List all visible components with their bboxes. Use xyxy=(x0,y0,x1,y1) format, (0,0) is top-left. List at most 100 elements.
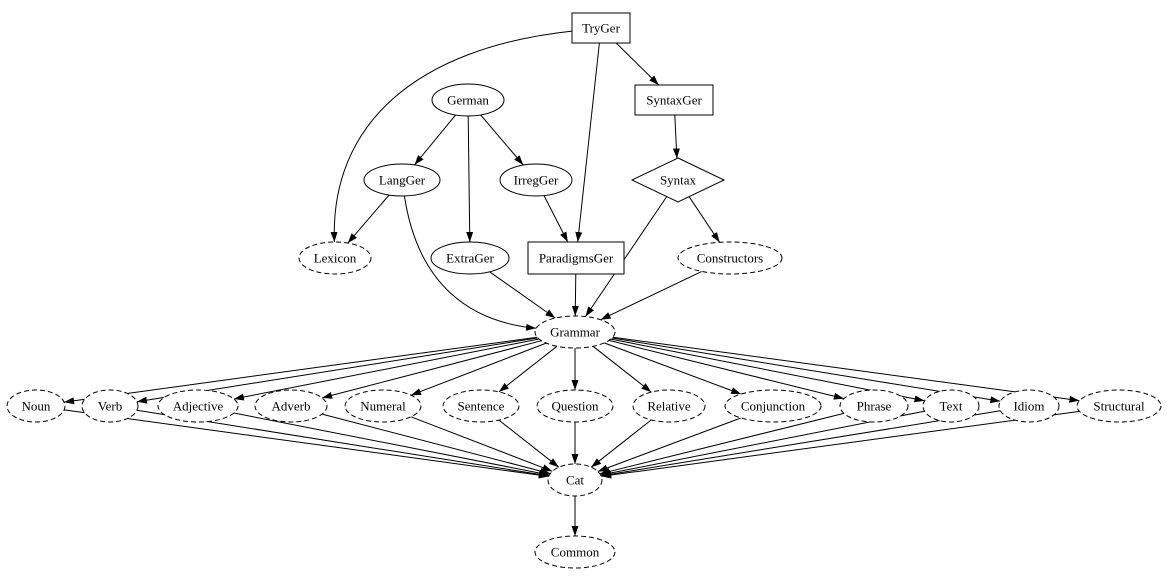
node-question: Question xyxy=(536,389,614,423)
node-common: Common xyxy=(534,535,616,569)
ellipse-shape-langger xyxy=(363,163,441,197)
node-label-idiom: Idiom xyxy=(1013,399,1044,414)
edge-grammar-idiom xyxy=(611,337,1001,404)
node-label-conjunction: Conjunction xyxy=(741,399,806,414)
edge-syntax-grammar xyxy=(585,196,668,317)
node-label-phrase: Phrase xyxy=(857,399,892,414)
node-label-langger: LangGer xyxy=(379,173,426,188)
node-phrase: Phrase xyxy=(839,389,909,423)
node-label-lexicon: Lexicon xyxy=(314,251,357,266)
edge-syntax-constructors xyxy=(688,196,721,243)
edge-irregger-paradigmsger xyxy=(543,195,569,243)
edge-adjective-cat xyxy=(233,412,550,477)
node-label-adverb: Adverb xyxy=(272,399,311,414)
ellipse-shape-text xyxy=(922,389,980,423)
node-label-syntax: Syntax xyxy=(660,173,697,188)
node-langger: LangGer xyxy=(363,163,441,197)
edge-adverb-cat xyxy=(321,413,551,475)
edge-german-irregger xyxy=(480,114,524,166)
node-label-cat: Cat xyxy=(566,473,584,488)
ellipse-shape-noun xyxy=(6,389,66,423)
ellipse-shape-common xyxy=(534,535,616,569)
edge-sentence-cat xyxy=(498,419,560,468)
ellipse-shape-lexicon xyxy=(298,241,372,275)
edge-constructors-grammar xyxy=(600,270,703,321)
edge-conjunction-cat xyxy=(597,417,742,472)
ellipse-shape-sentence xyxy=(442,389,520,423)
node-numeral: Numeral xyxy=(344,389,422,423)
edge-langger-lexicon xyxy=(347,194,390,244)
node-label-relative: Relative xyxy=(647,399,691,414)
node-syntax: Syntax xyxy=(630,157,726,203)
node-label-common: Common xyxy=(551,545,600,560)
node-label-syntaxger: SyntaxGer xyxy=(646,93,702,108)
ellipse-shape-numeral xyxy=(344,389,422,423)
ellipse-shape-cat xyxy=(547,463,603,497)
node-adjective: Adjective xyxy=(157,389,239,423)
edge-extrager-grammar xyxy=(489,271,556,319)
node-label-numeral: Numeral xyxy=(360,399,406,414)
node-label-paradigmsger: ParadigmsGer xyxy=(539,251,614,266)
edge-relative-cat xyxy=(590,419,652,468)
edge-paradigmsger-grammar xyxy=(571,273,579,317)
edge-grammar-numeral xyxy=(410,342,547,396)
ellipse-shape-german xyxy=(431,83,505,117)
edge-structural-cat xyxy=(601,410,1080,479)
edge-tryger-syntaxger xyxy=(615,42,660,86)
node-german: German xyxy=(431,83,505,117)
node-label-sentence: Sentence xyxy=(458,399,505,414)
node-relative: Relative xyxy=(632,389,706,423)
ellipse-shape-verb xyxy=(81,389,139,423)
ellipse-shape-relative xyxy=(632,389,706,423)
node-label-german: German xyxy=(447,93,489,108)
node-constructors: Constructors xyxy=(677,241,783,275)
node-label-question: Question xyxy=(552,399,599,414)
ellipse-shape-structural xyxy=(1076,389,1162,423)
ellipse-shape-adjective xyxy=(157,389,239,423)
node-label-extrager: ExtraGer xyxy=(446,251,494,266)
node-noun: Noun xyxy=(6,389,66,423)
node-lexicon: Lexicon xyxy=(298,241,372,275)
ellipse-shape-idiom xyxy=(998,389,1060,423)
edge-german-langger xyxy=(414,114,456,166)
edge-grammar-conjunction xyxy=(604,342,742,395)
edge-langger-grammar xyxy=(403,195,537,331)
ellipse-shape-extrager xyxy=(430,241,510,275)
edge-grammar-phrase xyxy=(608,339,845,400)
edge-grammar-relative xyxy=(592,345,652,393)
edge-phrase-cat xyxy=(599,412,845,475)
edge-numeral-cat xyxy=(410,416,553,472)
diamond-shape-syntax xyxy=(630,157,726,203)
edge-idiom-cat xyxy=(600,410,1001,478)
node-idiom: Idiom xyxy=(998,389,1060,423)
node-syntaxger: SyntaxGer xyxy=(634,84,714,116)
ellipse-shape-grammar xyxy=(534,315,616,349)
node-label-structural: Structural xyxy=(1093,399,1145,414)
node-label-adjective: Adjective xyxy=(173,399,224,414)
node-label-verb: Verb xyxy=(98,399,123,414)
node-conjunction: Conjunction xyxy=(724,389,822,423)
node-adverb: Adverb xyxy=(254,389,328,423)
ellipse-shape-constructors xyxy=(677,241,783,275)
node-label-noun: Noun xyxy=(22,399,51,414)
node-paradigmsger: ParadigmsGer xyxy=(527,241,625,275)
node-label-irregger: IrregGer xyxy=(514,173,559,188)
box-shape-syntaxger xyxy=(634,84,714,116)
edge-grammar-sentence xyxy=(498,345,558,393)
node-irregger: IrregGer xyxy=(499,163,573,197)
box-shape-paradigmsger xyxy=(527,241,625,275)
node-text: Text xyxy=(922,389,980,423)
edge-noun-cat xyxy=(64,409,549,479)
ellipse-shape-conjunction xyxy=(724,389,822,423)
edge-tryger-lexicon xyxy=(330,30,573,243)
edge-grammar-noun xyxy=(64,336,538,405)
node-cat: Cat xyxy=(547,463,603,497)
edge-tryger-paradigmsger xyxy=(575,42,600,243)
edge-grammar-adjective xyxy=(233,338,540,401)
node-label-text: Text xyxy=(940,399,963,414)
edge-syntaxger-syntax xyxy=(672,114,680,159)
edge-layer xyxy=(64,30,1080,536)
